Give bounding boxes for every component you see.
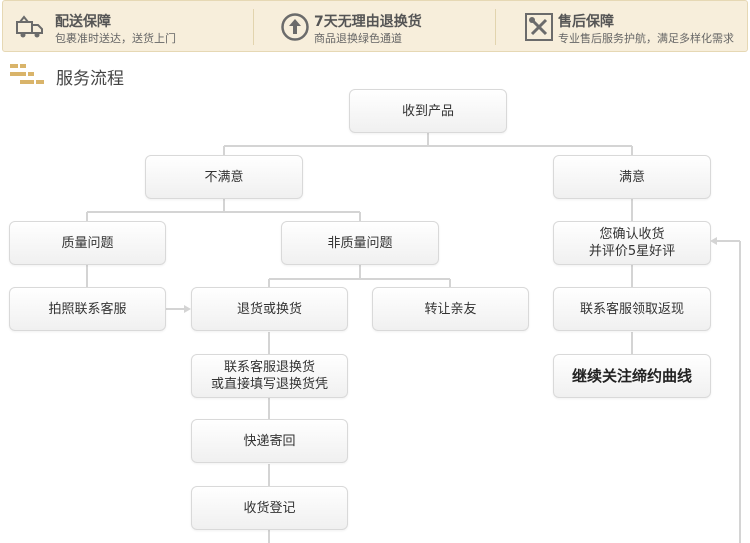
guarantee-delivery: 配送保障 包裹准时送达，送货上门 <box>3 1 253 53</box>
truck-icon <box>16 15 43 38</box>
flowchart-icon <box>10 64 44 84</box>
node-contact-return: 联系客服退换货 或直接填写退换货凭 <box>191 354 348 398</box>
guarantee-delivery-title: 配送保障 <box>55 14 111 30</box>
guarantee-delivery-subtitle: 包裹准时送达，送货上门 <box>55 32 176 45</box>
guarantee-return-subtitle: 商品退换绿色通道 <box>314 32 402 45</box>
node-receive-product: 收到产品 <box>349 89 507 133</box>
guarantee-aftersale-subtitle: 专业售后服务护航，满足多样化需求 <box>558 32 734 45</box>
node-transfer-friend: 转让亲友 <box>372 287 529 331</box>
node-satisfied: 满意 <box>553 155 711 199</box>
banner-divider <box>253 9 254 45</box>
node-follow-brand: 继续关注缔约曲线 <box>553 354 711 398</box>
guarantee-return: 7天无理由退换货 商品退换绿色通道 <box>254 1 494 53</box>
node-photo-contact-service: 拍照联系客服 <box>9 287 166 331</box>
node-confirm-review: 您确认收货 并评价5星好评 <box>553 221 711 265</box>
node-return-or-exchange: 退货或换货 <box>191 287 348 331</box>
guarantee-banner: 配送保障 包裹准时送达，送货上门 7天无理由退换货 商品退换绿色通道 售后保障 … <box>2 0 748 52</box>
node-receipt-register: 收货登记 <box>191 486 348 530</box>
guarantee-return-title: 7天无理由退换货 <box>314 14 422 30</box>
node-non-quality-issue: 非质量问题 <box>281 221 439 265</box>
node-express-back: 快递寄回 <box>191 419 348 463</box>
section-title: 服务流程 <box>56 69 124 89</box>
tools-icon <box>525 13 553 41</box>
node-unsatisfied: 不满意 <box>145 155 303 199</box>
banner-divider <box>495 9 496 45</box>
guarantee-aftersale-title: 售后保障 <box>558 14 614 30</box>
node-contact-cashback: 联系客服领取返现 <box>553 287 711 331</box>
guarantee-aftersale: 售后保障 专业售后服务护航，满足多样化需求 <box>496 1 749 53</box>
return-arrow-icon <box>281 13 309 41</box>
node-quality-issue: 质量问题 <box>9 221 166 265</box>
